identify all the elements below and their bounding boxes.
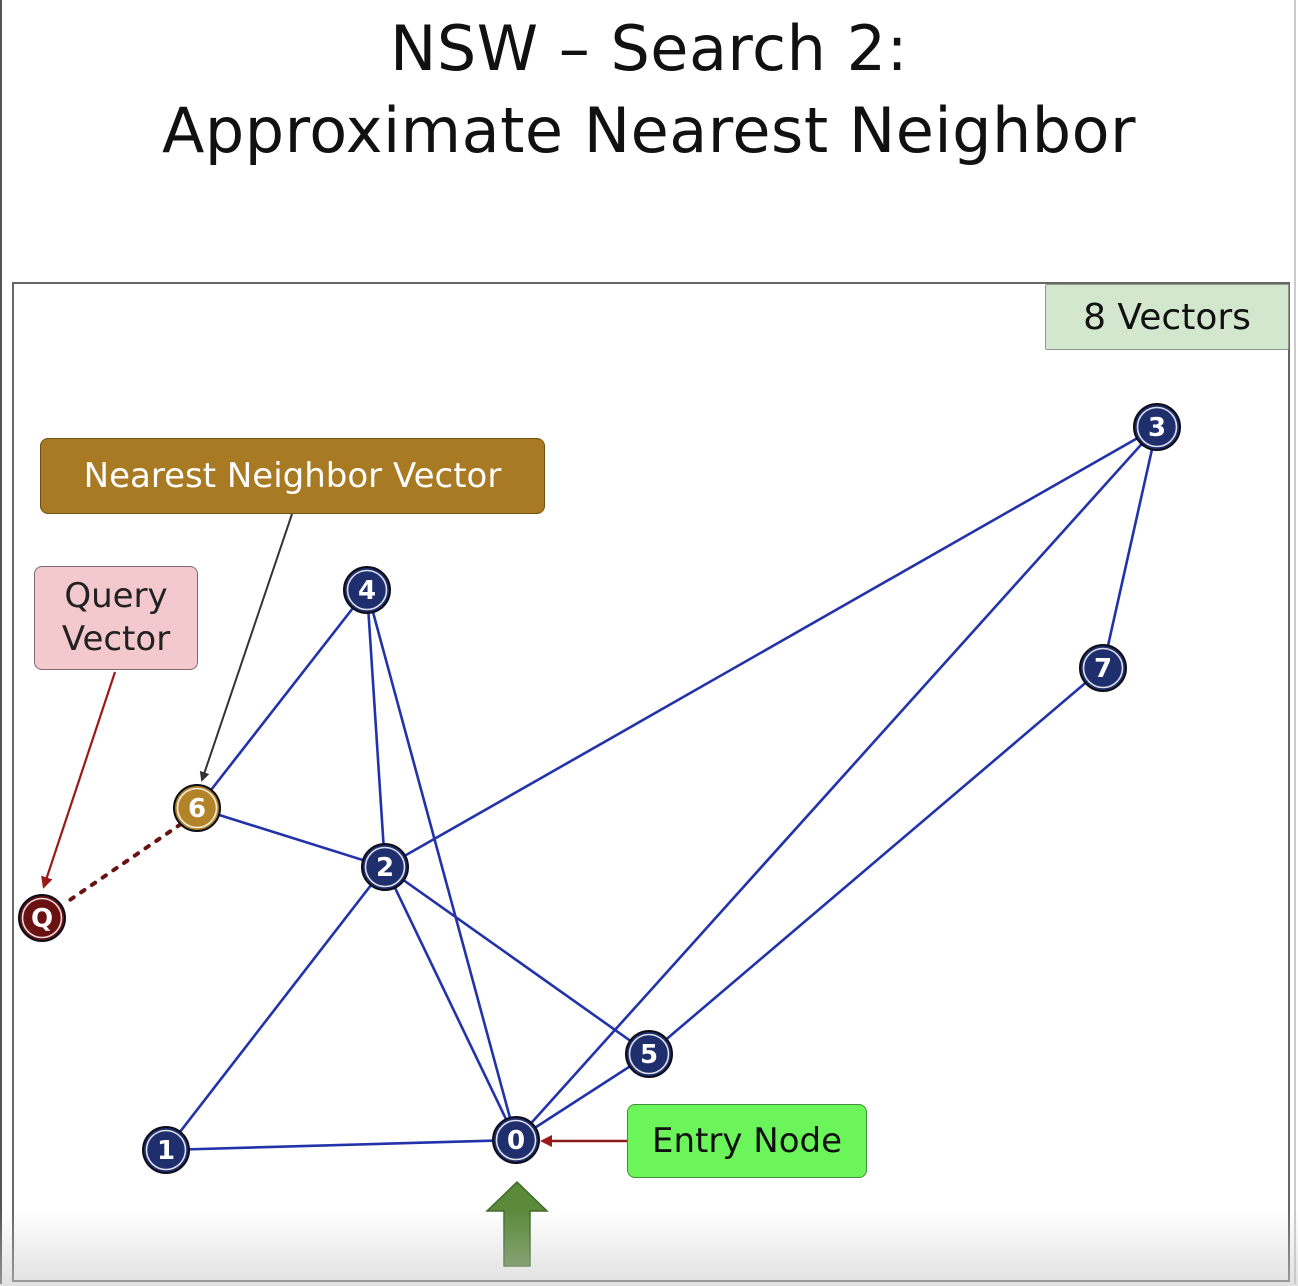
- node-ring-2: [364, 846, 406, 888]
- node-label-3: 3: [1148, 413, 1166, 443]
- node-4: 4: [343, 566, 391, 614]
- node-3: 3: [1133, 403, 1181, 451]
- vector-count-badge: 8 Vectors: [1045, 284, 1289, 350]
- edge-2-4: [365, 589, 387, 868]
- node-circle-1: [142, 1126, 190, 1174]
- node-label-Q: Q: [31, 904, 53, 934]
- node-label-1: 1: [157, 1136, 175, 1166]
- title-line-2: Approximate Nearest Neighbor: [161, 94, 1137, 167]
- edge-2-0: [383, 866, 518, 1141]
- entry-node-text: Entry Node: [651, 1121, 842, 1161]
- nearest-neighbor-label: Nearest Neighbor Vector: [40, 438, 545, 514]
- node-ring-Q: [21, 897, 63, 939]
- edge-7-3: [1101, 426, 1159, 669]
- node-ring-1: [145, 1129, 187, 1171]
- query-vector-label: Query Vector: [34, 566, 198, 670]
- node-0: 0: [492, 1116, 540, 1164]
- node-7: 7: [1079, 644, 1127, 692]
- vector-count-text: 8 Vectors: [1083, 296, 1251, 338]
- edge-6-2: [196, 806, 386, 869]
- up-arrow-icon: [485, 1180, 549, 1267]
- node-ring-3: [1136, 406, 1178, 448]
- node-circle-4: [343, 566, 391, 614]
- query-text-line-2: Vector: [61, 619, 171, 659]
- node-label-7: 7: [1094, 654, 1112, 684]
- edge-0-3: [515, 426, 1158, 1141]
- node-label-2: 2: [376, 853, 394, 883]
- edge-5-7: [648, 667, 1104, 1055]
- node-circle-7: [1079, 644, 1127, 692]
- graph-edges: [62, 425, 1159, 1152]
- slide-title: NSW – Search 2: Approximate Nearest Neig…: [0, 8, 1298, 172]
- node-Q: Q: [18, 894, 66, 942]
- graph-nodes: 0 1 2 3 4 5 6 7Q: [18, 403, 1181, 1174]
- node-circle-2: [361, 843, 409, 891]
- node-label-5: 5: [640, 1040, 658, 1070]
- node-5: 5: [625, 1030, 673, 1078]
- dotted-edge-6-Q: [62, 822, 183, 906]
- query-vector-arrow: [41, 671, 117, 889]
- title-line-1: NSW – Search 2:: [389, 12, 908, 85]
- node-circle-0: [492, 1116, 540, 1164]
- node-circle-5: [625, 1030, 673, 1078]
- node-circle-Q: [18, 894, 66, 942]
- edge-2-3: [384, 425, 1158, 869]
- node-circle-3: [1133, 403, 1181, 451]
- node-1: 1: [142, 1126, 190, 1174]
- edge-6-4: [195, 589, 369, 809]
- node-6: 6: [173, 784, 221, 832]
- edge-1-2: [164, 866, 387, 1151]
- entry-node-label: Entry Node: [627, 1104, 867, 1178]
- node-ring-7: [1082, 647, 1124, 689]
- edge-4-0: [365, 589, 518, 1141]
- node-label-4: 4: [358, 576, 376, 606]
- nearest-neighbor-text: Nearest Neighbor Vector: [83, 456, 502, 496]
- node-circle-6: [173, 784, 221, 832]
- node-ring-4: [346, 569, 388, 611]
- query-text-line-1: Query: [64, 576, 168, 616]
- edge-0-5: [515, 1052, 650, 1142]
- node-ring-5: [628, 1033, 670, 1075]
- node-2: 2: [361, 843, 409, 891]
- nearest-neighbor-arrow: [199, 513, 293, 782]
- edge-1-0: [165, 1138, 517, 1152]
- node-ring-0: [495, 1119, 537, 1161]
- node-label-6: 6: [188, 794, 206, 824]
- node-ring-6: [176, 787, 218, 829]
- edge-2-5: [384, 865, 650, 1056]
- node-label-0: 0: [507, 1126, 525, 1156]
